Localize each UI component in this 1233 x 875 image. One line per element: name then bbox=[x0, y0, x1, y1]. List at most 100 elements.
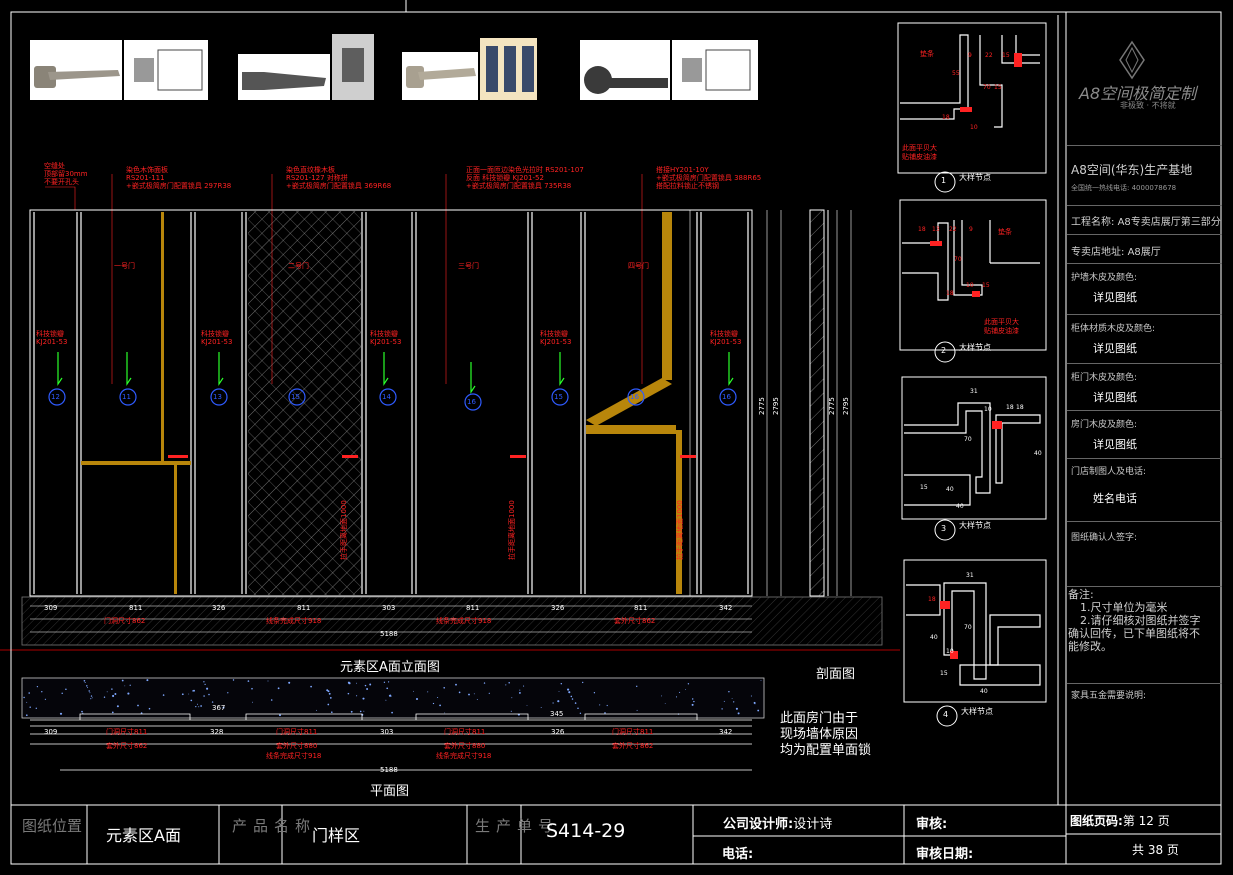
remarks: 备注: 1.尺寸单位为毫米 2.请仔细核对图纸并签字 确认回传，已下单图纸将不 … bbox=[1068, 588, 1201, 653]
star-dot bbox=[731, 698, 733, 699]
detail-dim: 15 bbox=[1002, 52, 1010, 59]
callout-2: 染色木饰面板 RS201-111 +嵌式极简房门配置锁具 297R38 bbox=[126, 166, 231, 190]
star-dot bbox=[593, 692, 596, 694]
detail-dim: 31 bbox=[970, 388, 978, 395]
address-field: 专卖店地址: A8展厅 bbox=[1071, 243, 1161, 258]
detail-dim: 18 bbox=[1006, 404, 1014, 411]
star-dot bbox=[432, 702, 435, 705]
star-dot bbox=[754, 703, 756, 705]
detail-dim: 40 bbox=[1034, 450, 1042, 457]
plan-dim: 328 bbox=[210, 728, 224, 736]
star-dot bbox=[568, 691, 571, 694]
elevation-title: 元素区A面立面图 bbox=[340, 660, 440, 675]
star-dot bbox=[36, 685, 39, 688]
callout-line: 染色木饰面板 bbox=[126, 166, 168, 174]
plan-note: 此面房门由于 现场墙体原因 均为配置单面锁 bbox=[780, 711, 871, 759]
star-dot bbox=[599, 704, 601, 706]
star-dot bbox=[198, 706, 200, 708]
handle-photo-icon bbox=[580, 40, 758, 100]
divider bbox=[1067, 586, 1222, 587]
star-dot bbox=[41, 691, 43, 693]
star-dot bbox=[140, 712, 143, 714]
panel-number: 12 bbox=[51, 393, 60, 401]
star-dot bbox=[386, 687, 389, 690]
star-dot bbox=[277, 687, 280, 690]
detail-dim: 10 bbox=[984, 406, 992, 413]
star-dot bbox=[251, 687, 253, 690]
field-label: 房门木皮及颜色: bbox=[1071, 420, 1138, 430]
star-dot bbox=[347, 692, 350, 695]
detail-num: 2 bbox=[941, 346, 947, 355]
callout-line: 不要开孔头 bbox=[44, 178, 79, 186]
detail-dim: 15 bbox=[994, 84, 1002, 91]
star-dot bbox=[664, 703, 666, 705]
star-dot bbox=[444, 712, 446, 714]
field-label: 护墙木皮及颜色: bbox=[1071, 273, 1138, 283]
plan-dim: 342 bbox=[719, 728, 733, 736]
detail-dim: 10 bbox=[966, 282, 974, 289]
remark-line: 2.请仔细核对图纸并签字 bbox=[1080, 614, 1201, 627]
hardware-photo-2 bbox=[238, 34, 374, 100]
plan-dim: 门洞尺寸811 bbox=[106, 728, 148, 736]
star-dot bbox=[28, 692, 31, 694]
plan-dim: 门洞尺寸811 bbox=[612, 728, 654, 736]
detail-label: 大样节点 bbox=[959, 173, 991, 182]
door-label-1: 一号门 bbox=[114, 262, 135, 270]
panel-number: 13 bbox=[213, 393, 222, 401]
project-label: 工程名称: bbox=[1071, 217, 1115, 228]
star-dot bbox=[111, 688, 113, 690]
order-value: S414-29 bbox=[546, 820, 626, 842]
star-dot bbox=[124, 685, 126, 687]
star-dot bbox=[86, 685, 88, 687]
dim-text: 门洞尺寸862 bbox=[104, 617, 146, 625]
divider bbox=[1067, 205, 1222, 206]
star-dot bbox=[347, 681, 350, 684]
star-dot bbox=[148, 707, 151, 710]
callout-line: +嵌式极简房门配置锁具 388R65 bbox=[656, 174, 762, 182]
remarks-title: 备注: bbox=[1068, 588, 1094, 601]
star-dot bbox=[211, 701, 214, 703]
divider bbox=[1067, 683, 1222, 684]
star-dot bbox=[526, 705, 528, 706]
star-dot bbox=[579, 712, 582, 715]
star-dot bbox=[760, 680, 762, 681]
detail-dim: 40 bbox=[930, 634, 938, 641]
star-dot bbox=[84, 681, 86, 684]
plan-dim: 线条完成尺寸918 bbox=[436, 752, 492, 760]
star-dot bbox=[195, 705, 197, 708]
divider bbox=[1067, 263, 1222, 264]
callout-line: 空缝处 bbox=[44, 162, 65, 170]
panel-number: 15 bbox=[554, 393, 563, 401]
star-dot bbox=[316, 709, 317, 711]
star-dot bbox=[111, 711, 114, 714]
star-dot bbox=[606, 704, 608, 707]
star-dot bbox=[364, 684, 367, 687]
plan-dim: 门洞尺寸811 bbox=[276, 728, 318, 736]
star-dot bbox=[383, 681, 386, 683]
detail-dim: 70 bbox=[964, 436, 972, 443]
detail-label: 大样节点 bbox=[961, 707, 993, 716]
callout-line: RS201-127 对称拼 bbox=[286, 174, 348, 182]
detail-dim: 55 bbox=[952, 70, 960, 77]
field-label: 柜门木皮及颜色: bbox=[1071, 373, 1138, 383]
panel-number: 16 bbox=[630, 393, 639, 401]
dim-text: 303 bbox=[382, 604, 396, 612]
star-dot bbox=[203, 695, 205, 697]
star-dot bbox=[574, 702, 577, 704]
star-dot bbox=[540, 707, 542, 709]
callout-line: +嵌式极简房门配置锁具 297R38 bbox=[126, 182, 232, 190]
star-dot bbox=[458, 691, 461, 694]
dim-text: 811 bbox=[466, 604, 480, 612]
dim-text: 811 bbox=[297, 604, 311, 612]
star-dot bbox=[190, 699, 193, 702]
detail-dim: 70 bbox=[983, 84, 991, 91]
detail-dim: 10 bbox=[970, 124, 978, 131]
page-label: 图纸页码: bbox=[1070, 814, 1123, 828]
product-label: 产品名称 bbox=[232, 817, 317, 835]
star-dot bbox=[326, 689, 329, 692]
star-dot bbox=[427, 691, 429, 693]
star-dot bbox=[505, 684, 507, 686]
dim-text: 线条完成尺寸918 bbox=[436, 617, 492, 625]
